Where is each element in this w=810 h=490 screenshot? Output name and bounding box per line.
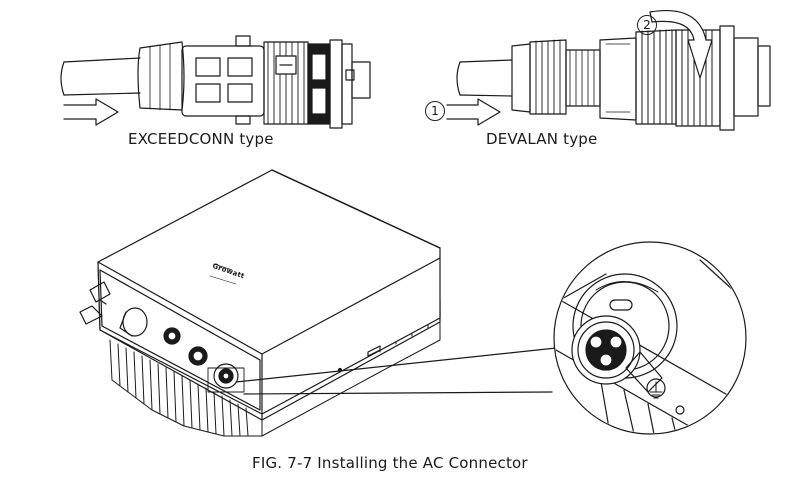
step-2-marker: 2 xyxy=(637,15,657,35)
inverter-unit xyxy=(79,169,441,437)
exceedconn-connector xyxy=(60,35,371,129)
figure-caption: FIG. 7-7 Installing the AC Connector xyxy=(252,454,528,472)
zoom-callout xyxy=(235,241,747,435)
exceedconn-type-label: EXCEEDCONN type xyxy=(128,130,274,148)
step-1-marker: 1 xyxy=(425,101,445,121)
devalan-connector xyxy=(446,10,771,131)
devalan-type-label: DEVALAN type xyxy=(486,130,598,148)
